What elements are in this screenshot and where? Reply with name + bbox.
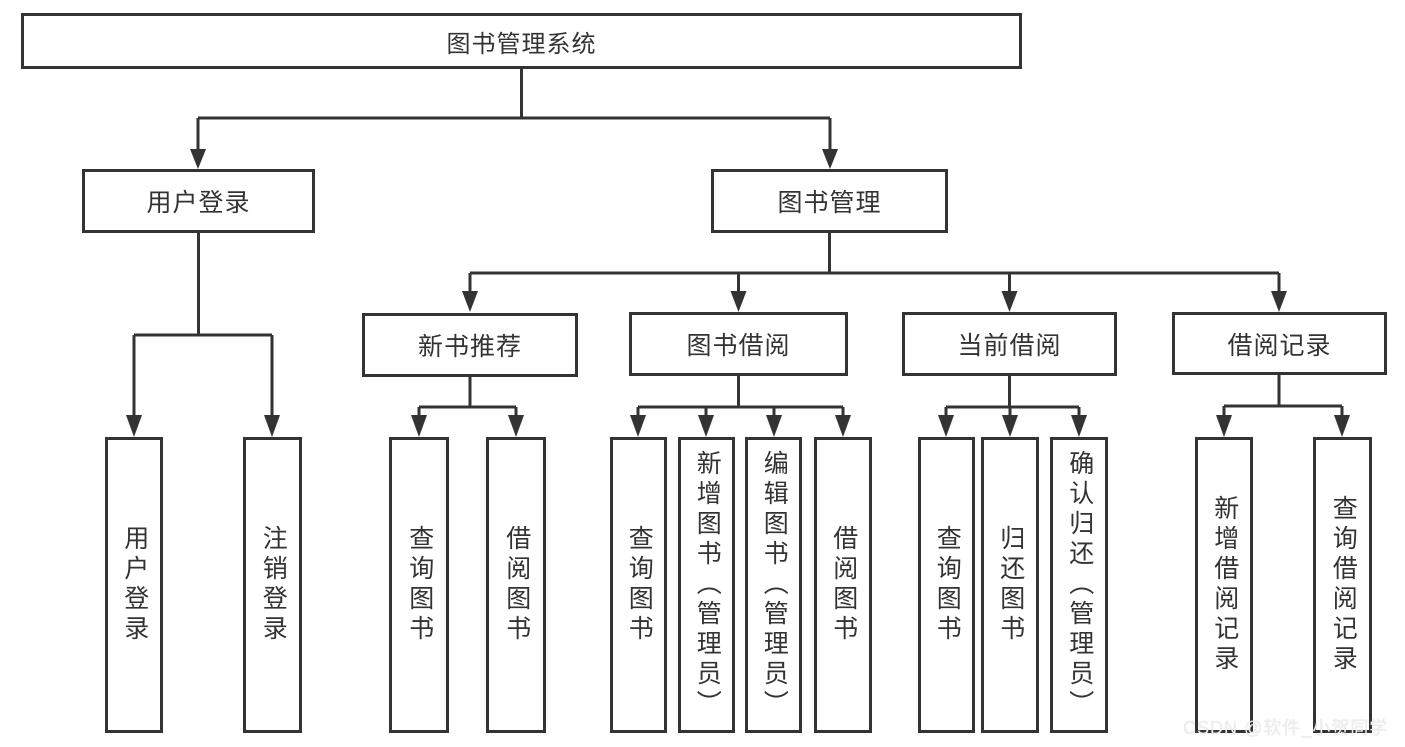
leaf-bb-borrow-books: 借阅图书 — [814, 437, 872, 733]
connector-borrow-records-children — [1216, 375, 1350, 437]
arrowhead — [1271, 291, 1287, 312]
node-root-label: 图书管理系统 — [446, 30, 597, 58]
arrowhead — [630, 415, 646, 437]
node-book-borrow: 图书借阅 — [629, 312, 848, 376]
arrowhead — [264, 415, 280, 437]
node-book-management: 图书管理 — [711, 169, 948, 233]
arrowhead — [766, 415, 782, 437]
leaf-bb-add-books-admin-label: 新增图书（管理员） — [693, 450, 722, 720]
csdn-watermark: CSDN @软件_小贺同学 — [1183, 718, 1389, 738]
leaf-user-login-label: 用户登录 — [120, 525, 149, 645]
leaf-br-add-record: 新增借阅记录 — [1195, 437, 1253, 733]
node-book-borrow-label: 图书借阅 — [686, 332, 791, 360]
arrowhead — [1001, 291, 1018, 312]
leaf-nbr-query-books: 查询图书 — [389, 437, 449, 733]
arrowhead — [698, 415, 714, 437]
node-user-login: 用户登录 — [82, 169, 315, 233]
arrowhead — [835, 415, 851, 437]
leaf-bb-query-books-label: 查询图书 — [625, 525, 654, 645]
connector-new-book-rec-children — [411, 377, 524, 437]
arrowhead — [938, 415, 954, 437]
leaf-bb-borrow-books-label: 借阅图书 — [829, 525, 858, 645]
arrowhead — [730, 291, 747, 312]
node-new-book-recommend-label: 新书推荐 — [417, 333, 522, 361]
node-new-book-recommend: 新书推荐 — [362, 313, 578, 377]
arrowhead — [1071, 415, 1087, 437]
arrowhead — [1002, 415, 1018, 437]
arrowhead — [190, 149, 206, 169]
connector-book-borrow-children — [630, 376, 851, 437]
leaf-cb-return-books-label: 归还图书 — [996, 525, 1025, 645]
arrowhead — [411, 415, 427, 437]
leaf-logout-label: 注销登录 — [259, 525, 288, 645]
leaf-bb-add-books-admin: 新增图书（管理员） — [678, 437, 735, 733]
leaf-cb-query-books-label: 查询图书 — [933, 525, 962, 645]
connector-user-login-children — [126, 233, 280, 437]
leaf-logout: 注销登录 — [243, 437, 302, 733]
arrowhead — [1334, 415, 1350, 437]
connector-book-mgmt-to-level3 — [462, 233, 1287, 312]
leaf-br-add-record-label: 新增借阅记录 — [1210, 495, 1239, 675]
node-book-management-label: 图书管理 — [777, 189, 882, 217]
arrowhead — [126, 415, 142, 437]
node-borrow-records: 借阅记录 — [1172, 312, 1387, 375]
connector-current-borrow-children — [938, 376, 1087, 437]
arrowhead — [508, 415, 524, 437]
leaf-br-query-record: 查询借阅记录 — [1313, 437, 1372, 733]
leaf-nbr-borrow-books: 借阅图书 — [486, 437, 546, 733]
leaf-user-login: 用户登录 — [105, 437, 163, 733]
leaf-bb-query-books: 查询图书 — [610, 437, 667, 733]
node-current-borrow-label: 当前借阅 — [957, 332, 1062, 360]
leaf-cb-return-books: 归还图书 — [981, 437, 1039, 733]
arrowhead — [462, 291, 478, 312]
leaf-cb-query-books: 查询图书 — [918, 437, 975, 733]
leaf-cb-confirm-return-admin: 确认归还（管理员） — [1050, 437, 1108, 733]
arrowhead — [822, 149, 838, 169]
arrowhead — [1216, 415, 1232, 437]
connector-root-to-level2 — [190, 69, 838, 169]
leaf-nbr-query-books-label: 查询图书 — [405, 525, 434, 645]
leaf-nbr-borrow-books-label: 借阅图书 — [502, 525, 531, 645]
node-root: 图书管理系统 — [21, 13, 1022, 69]
leaf-br-query-record-label: 查询借阅记录 — [1329, 495, 1358, 675]
node-user-login-label: 用户登录 — [146, 189, 251, 217]
leaf-bb-edit-books-admin-label: 编辑图书（管理员） — [760, 450, 789, 720]
leaf-cb-confirm-return-admin-label: 确认归还（管理员） — [1065, 450, 1094, 720]
node-current-borrow: 当前借阅 — [902, 312, 1117, 376]
leaf-bb-edit-books-admin: 编辑图书（管理员） — [745, 437, 802, 733]
node-borrow-records-label: 借阅记录 — [1227, 331, 1332, 360]
